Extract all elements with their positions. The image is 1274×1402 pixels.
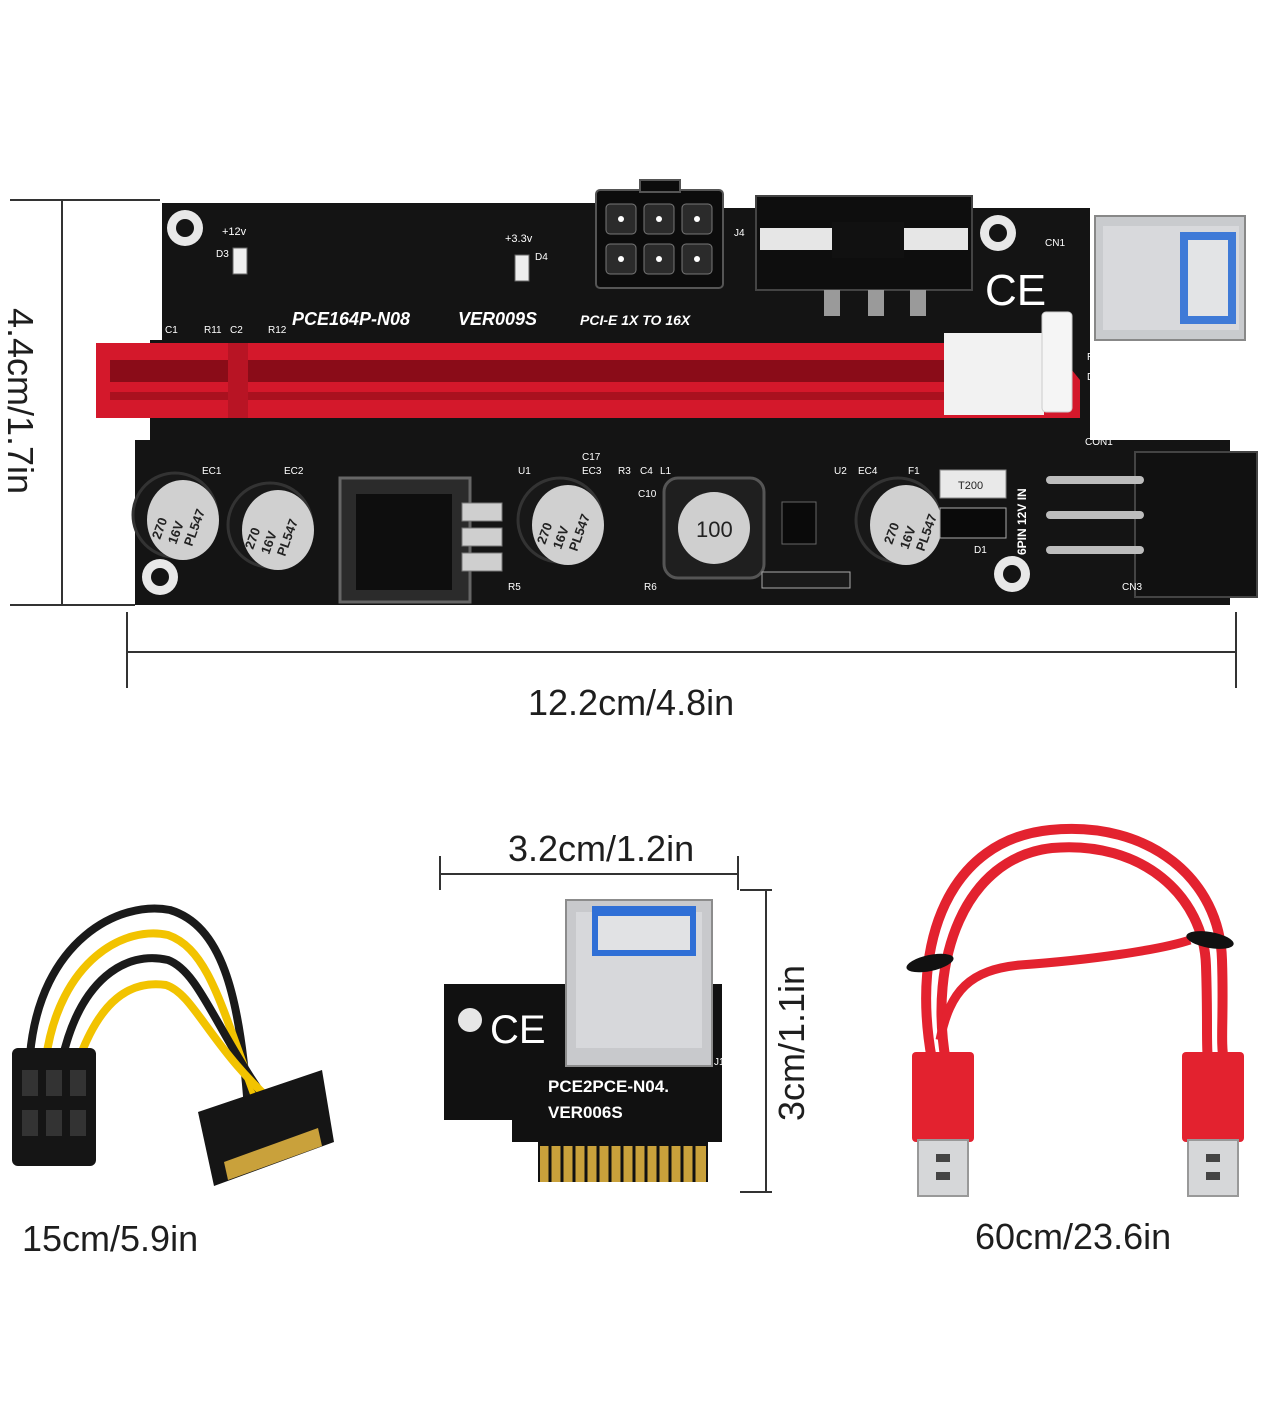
capacitor-ec3 [516,476,604,565]
svg-text:270: 270 [534,521,556,547]
six-pin-plug [12,1048,96,1166]
capacitor-ec1 [131,471,219,560]
capacitor-ec4 [854,476,942,565]
svg-text:C1: C1 [165,325,178,336]
svg-text:EC3: EC3 [582,466,602,477]
svg-text:F1: F1 [908,466,920,477]
svg-text:L1: L1 [660,466,672,477]
capacitor-ec2 [226,481,314,570]
ic-chip-u2 [781,501,817,545]
mounting-hole [458,1008,482,1032]
svg-text:270: 270 [149,516,171,542]
svg-text:R3: R3 [618,466,631,477]
usb-plug-right [1182,1052,1244,1197]
card-height-label: 3cm/1.1in [771,964,812,1122]
board-width-label: 12.2cm/4.8in [528,682,735,723]
plus33v-label: +3.3v [505,233,533,245]
usb-cable-length-label: 60cm/23.6in [975,1216,1172,1257]
svg-text:270: 270 [242,526,264,552]
usb-cable-illustration [906,823,1244,1197]
svg-text:D4: D4 [535,252,548,263]
fuse-value: T200 [958,480,983,492]
svg-text:C4: C4 [640,466,653,477]
svg-text:270: 270 [881,521,903,547]
svg-text:R11: R11 [204,325,222,336]
cable-tie [906,931,1234,973]
board-height-label: 4.4cm/1.7in [0,307,41,495]
power-cable-length-label: 15cm/5.9in [22,1218,199,1259]
usb-plug-left [912,1052,974,1197]
inductor-value: 100 [696,517,733,542]
card-j1-label: J1 [714,1057,725,1068]
svg-text:D5: D5 [1087,372,1100,383]
smd-pad-row [761,571,851,589]
svg-text:J4: J4 [734,228,745,239]
led-d3 [232,247,248,275]
sata-power-plug [198,1070,334,1186]
svg-text:R5: R5 [508,582,521,593]
component-labels: D3 D4 J4 CN1 C1 R11 C2 R12 R1 D5 EC1 EC2… [165,228,1142,593]
svg-text:EC4: EC4 [858,466,878,477]
power-input-label: 6PIN 12V IN [1015,488,1029,555]
usb3-port-card [565,899,713,1067]
ce-mark-board: CE [985,266,1046,315]
plus12v-label: +12v [222,226,247,238]
led-d4 [514,254,530,282]
svg-text:D3: D3 [216,249,229,260]
power-cable-illustration [12,904,334,1186]
card-model-text: PCE2PCE-N04. [548,1077,669,1096]
card-width-label: 3.2cm/1.2in [508,828,695,869]
riser-model-text: PCE164P-N08 [292,309,410,329]
svg-text:U1: U1 [518,466,531,477]
svg-text:C2: C2 [230,325,243,336]
sata-power-connector-board [1046,451,1258,598]
svg-text:EC1: EC1 [202,466,222,477]
diode-d1 [939,507,1007,539]
six-pin-power-connector [595,179,724,289]
usb3-port-board [1094,215,1246,341]
mounting-hole [142,210,1030,595]
svg-text:CN1: CN1 [1045,238,1065,249]
svg-text:R6: R6 [644,582,657,593]
inductor-l1 [662,476,766,580]
svg-text:U2: U2 [834,466,847,477]
ce-mark-card: CE [490,1008,546,1052]
molex-power-connector [755,195,973,316]
riser-board-illustration: CE PCE164P-N08 VER009S PCI-E 1X TO 16X +… [10,179,1258,688]
fuse-f1 [939,469,1007,499]
svg-text:EC2: EC2 [284,466,304,477]
card-height-dimension-line [740,889,772,1193]
svg-text:R12: R12 [268,325,287,336]
card-width-dimension-line [439,856,739,890]
svg-text:CN3: CN3 [1122,582,1142,593]
card-version-text: VER006S [548,1103,623,1122]
svg-text:CON1: CON1 [1085,437,1113,448]
slot-text: PCI-E 1X TO 16X [580,312,692,328]
riser-version-text: VER009S [458,309,537,329]
svg-text:C17: C17 [582,452,601,463]
width-dimension-line [126,612,1237,688]
svg-text:R1: R1 [1087,352,1100,363]
svg-text:D1: D1 [974,545,987,556]
adapter-card-illustration: CE PCE2PCE-N04. VER006S J1 [439,856,772,1193]
height-dimension-line [10,199,160,606]
voltage-regulator [338,476,503,604]
svg-text:C10: C10 [638,489,657,500]
pcie-x16-slot [96,311,1080,418]
